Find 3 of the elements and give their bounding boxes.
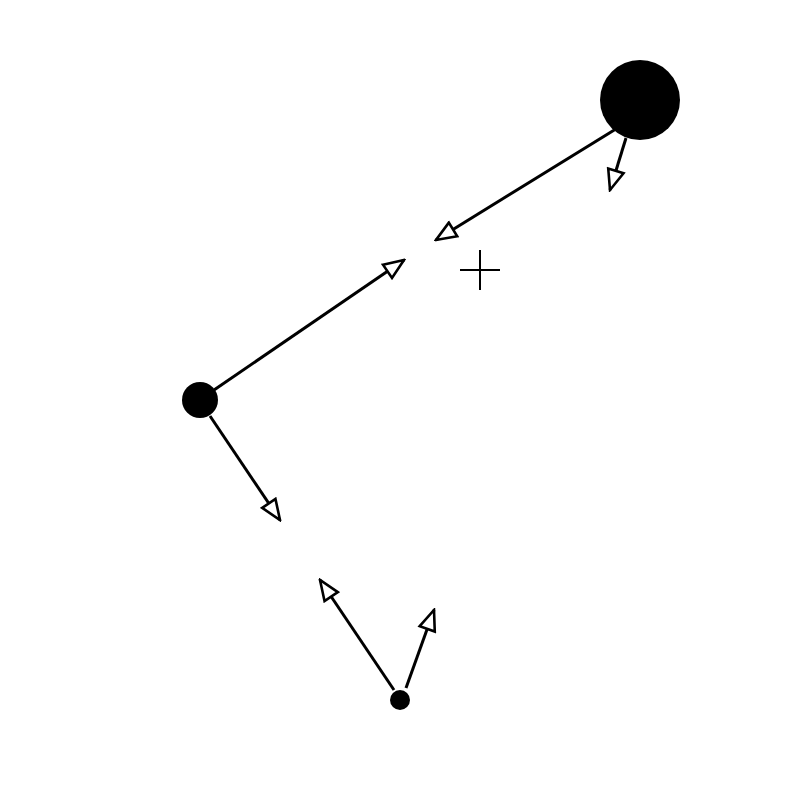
mass-dot <box>390 690 410 710</box>
mass-dot <box>182 382 218 418</box>
mass-dot <box>600 60 680 140</box>
